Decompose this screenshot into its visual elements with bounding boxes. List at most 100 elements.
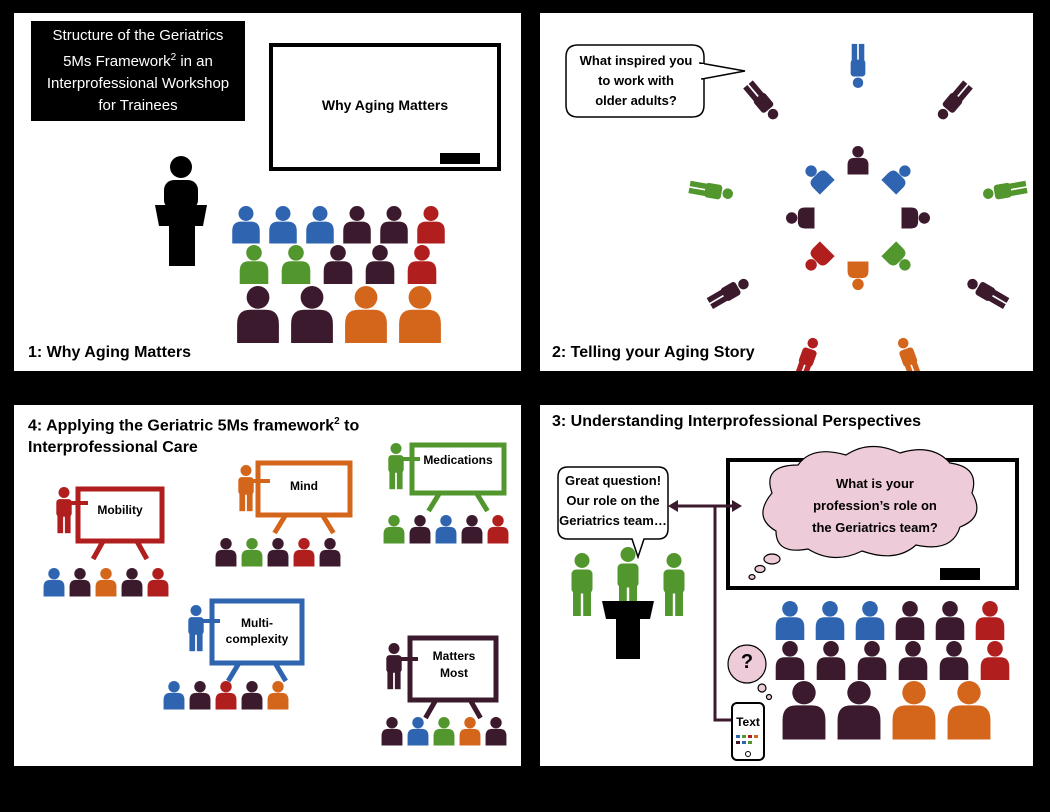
person-icon [365,245,395,284]
person-icon [847,146,869,175]
person-icon [775,601,805,640]
flipchart-board-icon [409,442,507,513]
person-icon [895,601,925,640]
person-icon [189,681,211,710]
person-icon [409,515,431,544]
person-icon [433,717,455,746]
screen-base [940,568,980,580]
audience-group-icon [232,206,445,343]
board-label-multi-complexity: Multi-complexity [225,616,289,646]
person-icon [95,568,117,597]
person-icon [782,681,826,740]
panel-interprofessional-perspectives: 3: Understanding Interprofessional Persp… [540,405,1033,766]
person-icon [237,286,279,343]
speaker-at-podium-icon [155,156,207,266]
person-icon [881,165,911,195]
person-icon [775,641,805,680]
person-icon [386,643,418,690]
person-icon [485,717,507,746]
panel3-graphics [557,445,1019,761]
person-icon [855,601,885,640]
person-icon [56,487,88,534]
person-icon [381,717,403,746]
person-icon [121,568,143,597]
diagram-title: Structure of the Geriatrics 5Ms Framewor… [31,21,245,121]
person-icon [459,717,481,746]
person-icon [688,180,734,200]
person-icon [805,241,835,271]
person-icon [383,515,405,544]
person-icon [380,206,408,244]
phone-label: Text [736,715,760,729]
person-icon [267,681,289,710]
person-icon [269,206,297,244]
person-icon [407,717,429,746]
flipchart-board-icon [209,598,305,683]
person-icon [238,465,270,512]
person-icon [435,515,457,544]
person-icon [571,553,593,616]
title-line-2: 5Ms Framework2 in an [63,52,213,70]
person-icon [319,538,341,567]
person-icon [281,245,311,284]
flipchart-board-icon [407,635,499,720]
person-icon [343,206,371,244]
board-label-mobility: Mobility [97,503,143,517]
person-icon [345,286,387,343]
person-icon [69,568,91,597]
person-icon [43,568,65,597]
person-icon [241,681,263,710]
person-icon [215,681,237,710]
person-icon [939,641,969,680]
screen-base [440,153,480,164]
board-label-mind: Mind [290,479,318,493]
person-icon [975,601,1005,640]
audience-group-icon [775,601,1010,740]
person-icon [323,245,353,284]
person-icon [881,241,911,271]
person-icon [847,261,869,290]
podium-icon [602,601,654,619]
person-icon [937,80,973,120]
title-line-1: Structure of the Geriatrics [52,27,224,44]
question-mark: ? [740,651,754,673]
person-icon [850,43,866,88]
person-icon [188,605,220,652]
panel2-graphics [565,43,1028,371]
person-icon [805,165,835,195]
panel1-graphics [155,43,501,343]
title-line-4: for Trainees [98,97,178,114]
person-icon [215,538,237,567]
panel3-caption: 3: Understanding Interprofessional Persp… [552,413,921,430]
person-icon [399,286,441,343]
person-icon [982,180,1028,200]
flipchart-board-icon [75,486,165,561]
person-icon [241,538,263,567]
person-icon [898,641,928,680]
connector-line [668,500,742,722]
speech-bubble-icon [557,466,669,560]
person-icon [901,207,930,229]
person-icon [663,553,685,616]
story-circle [688,43,1028,371]
person-icon [980,641,1010,680]
person-icon [793,337,819,371]
person-icon [815,601,845,640]
person-icon [857,641,887,680]
panelists-icon [571,547,685,659]
smartphone-icon [731,702,765,761]
thought-cloud-icon [748,445,978,581]
person-icon [892,681,936,740]
question-thought-icon [727,644,773,701]
person-icon [935,601,965,640]
person-icon [306,206,334,244]
person-icon [267,538,289,567]
panel1-caption: 1: Why Aging Matters [28,344,191,361]
speech-bubble-icon [565,44,746,118]
